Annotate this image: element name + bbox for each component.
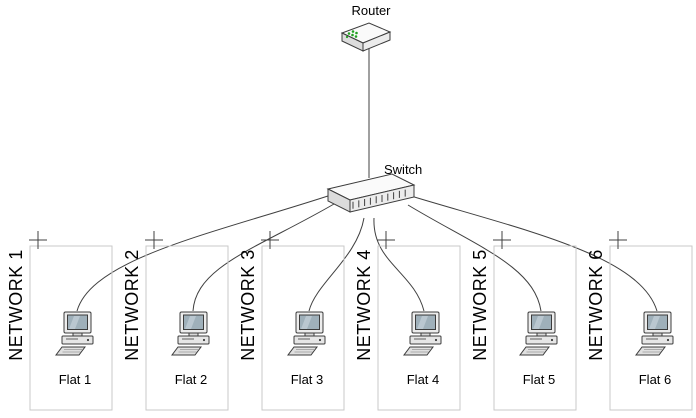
flat-label: Flat 3 <box>291 372 324 387</box>
network-label: NETWORK 4 <box>354 249 374 361</box>
link-flat-3 <box>308 217 365 312</box>
flat-label: Flat 2 <box>175 372 208 387</box>
router-label: Router <box>351 3 391 18</box>
pc-icon <box>635 311 674 356</box>
network-zone-1: NETWORK 1 Flat 1 <box>6 231 113 411</box>
anchor-cross-icon <box>29 231 47 249</box>
pc-icon <box>287 311 326 356</box>
pc-icon <box>403 311 442 356</box>
network-label: NETWORK 5 <box>470 249 490 361</box>
network-zone-2: NETWORK 2 Flat 2 <box>122 231 229 411</box>
anchor-cross-icon <box>261 231 279 249</box>
router-icon <box>340 22 392 52</box>
anchor-cross-icon <box>145 231 163 249</box>
pc-icon <box>519 311 558 356</box>
flat-label: Flat 5 <box>523 372 556 387</box>
pc-icon <box>171 311 210 356</box>
link-flat-4 <box>373 217 425 312</box>
link-flat-6 <box>410 195 658 312</box>
network-box <box>609 245 693 411</box>
network-zone-6: NETWORK 6 Flat 6 <box>586 231 693 411</box>
network-box <box>145 245 229 411</box>
pc-icon <box>55 311 94 356</box>
network-zone-5: NETWORK 5 Flat 5 <box>470 231 577 411</box>
flat-label: Flat 1 <box>59 372 92 387</box>
anchor-cross-icon <box>609 231 627 249</box>
flat-label: Flat 6 <box>639 372 672 387</box>
network-label: NETWORK 6 <box>586 249 606 361</box>
network-box <box>29 245 113 411</box>
network-label: NETWORK 2 <box>122 249 142 361</box>
network-label: NETWORK 3 <box>238 249 258 361</box>
switch-icon <box>326 173 416 213</box>
network-box <box>377 245 461 411</box>
link-flat-5 <box>407 204 542 312</box>
flat-label: Flat 4 <box>407 372 440 387</box>
network-zone-3: NETWORK 3 Flat 3 <box>238 231 345 411</box>
switch-label: Switch <box>384 162 422 177</box>
network-box <box>261 245 345 411</box>
network-box <box>493 245 577 411</box>
anchor-cross-icon <box>377 231 395 249</box>
anchor-cross-icon <box>493 231 511 249</box>
network-zone-4: NETWORK 4 Flat 4 <box>354 231 461 411</box>
link-flat-2 <box>192 203 335 312</box>
network-label: NETWORK 1 <box>6 249 26 361</box>
link-flat-1 <box>76 194 332 312</box>
